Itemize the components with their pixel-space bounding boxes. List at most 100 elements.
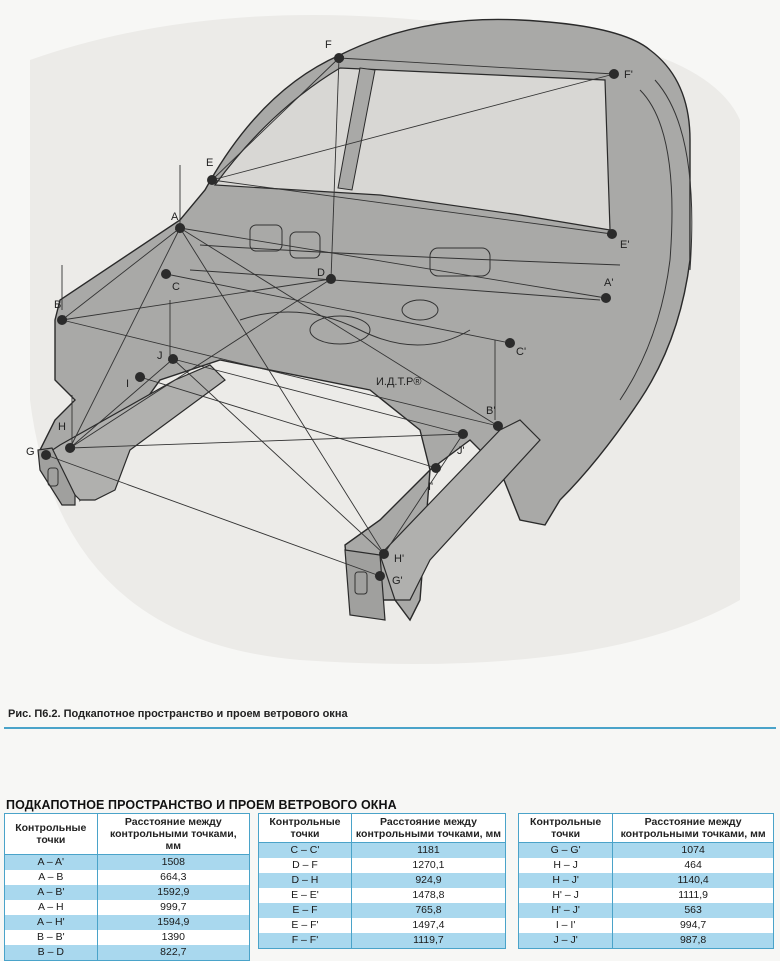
column-header-points: Контрольные точки [518,813,614,843]
control-points-cell: F – F' [258,933,352,949]
table-row: E – E'1478,8 [258,888,506,903]
table-row: J – J'987,8 [518,933,774,949]
control-point-label: H [58,421,66,433]
column-header-distance: Расстояние между контрольными точками, м… [351,813,506,843]
control-point-c2 [505,338,515,348]
distance-cell: 664,3 [160,871,187,883]
table-row: F – F'1119,7 [258,933,506,949]
distance-cell: 1119,7 [351,933,506,949]
control-point-b [57,315,67,325]
distance-cell: 1508 [97,854,250,870]
distance-cell: 765,8 [351,903,506,918]
control-point-label: D [317,267,325,279]
control-point-label: E [206,157,213,169]
caption-divider [4,727,776,729]
distance-cell: 1111,9 [678,889,708,901]
control-points-cell: E – F [258,903,352,918]
control-point-j2 [458,429,468,439]
distance-cell: 987,8 [612,933,774,949]
table-row: E – F'1497,4 [258,918,506,933]
table-row: I – I' 994,7 [518,918,774,933]
control-point-d [326,274,336,284]
distance-cell: 1478,8 [412,889,445,901]
control-point-label: G [26,446,35,458]
distance-cell: 999,7 [160,901,187,913]
distance-cell: 1390 [161,931,185,943]
distance-table-2: Контрольные точки Расстояние между контр… [258,813,506,949]
dimension-line [211,178,613,236]
control-point-label: H' [394,553,404,565]
column-header-distance: Расстояние между контрольными точками, м… [612,813,774,843]
control-point-label: J [157,350,163,362]
distance-cell: 464 [684,859,702,871]
control-points-cell: A – B' [4,885,98,900]
distance-cell: 994,7 [679,919,707,931]
distance-cell: 822,7 [97,945,250,961]
control-points-cell: E – F' [258,918,352,933]
control-points-cell: A – B [4,870,98,885]
table-header-row: Контрольные точки Расстояние между контр… [518,813,774,843]
control-point-label: J' [457,445,465,457]
dimension-line [172,358,464,435]
car-body-diagram: AA'BB'CC'DEE'FF'GG'HH'II'JJ' И.Д.Т.Р® [26,15,740,664]
table-row: C – C'1181 [258,842,506,858]
figure-caption: Рис. П6.2. Подкапотное пространство и пр… [8,708,348,720]
control-point-i2 [431,463,441,473]
distance-cell: 1074 [612,842,774,858]
control-point-label: E' [620,239,629,251]
control-points-cell: H' – J' [518,903,614,918]
control-point-label: A' [604,277,613,289]
table-row: B – B' 1390 [4,930,250,945]
control-points-cell: D – H [258,873,352,888]
control-point-h [65,443,75,453]
tables-title: ПОДКАПОТНОЕ ПРОСТРАНСТВО И ПРОЕМ ВЕТРОВО… [6,798,397,812]
control-point-j [168,354,178,364]
distance-cell: 1181 [351,842,506,858]
dimension-line [211,73,615,181]
control-point-label: I' [428,481,433,493]
control-points-cell: A – H' [4,915,98,930]
column-header-points: Контрольные точки [4,813,98,855]
control-points-cell: H – J' [518,873,614,888]
table-header-row: Контрольные точки Расстояние между контр… [4,813,250,855]
table-row: A – B 664,3 [4,870,250,885]
dimension-line [338,56,615,76]
control-point-label: C' [516,346,526,358]
control-point-e [207,175,217,185]
table-header-row: Контрольные точки Расстояние между контр… [258,813,506,843]
control-points-cell: A – A' [4,854,98,870]
distance-cell: 563 [612,903,774,918]
control-point-b2 [493,421,503,431]
control-point-i [135,372,145,382]
control-point-label: B' [486,405,495,417]
distance-cell: 1270,1 [412,859,445,871]
control-point-label: I [126,378,129,390]
stamp-label: И.Д.Т.Р® [376,376,421,388]
control-point-g [41,450,51,460]
control-points: AA'BB'CC'DEE'FF'GG'HH'II'JJ' [26,39,633,587]
distance-cell: 924,9 [351,873,506,888]
control-points-cell: B – B' [4,930,98,945]
distance-cell: 1594,9 [97,915,250,930]
control-point-e2 [607,229,617,239]
control-points-cell: H – J [518,858,614,873]
control-points-cell: C – C' [258,842,352,858]
control-points-cell: I – I' [518,918,614,933]
table-row: H' – J'563 [518,903,774,918]
table-row: H – J 464 [518,858,774,873]
control-points-cell: G – G' [518,842,614,858]
table-row: A – H'1594,9 [4,915,250,930]
column-header-points: Контрольные точки [258,813,352,843]
distance-table-1: Контрольные точки Расстояние между контр… [4,813,250,961]
control-point-label: B [54,299,61,311]
control-point-a [175,223,185,233]
control-point-label: F [325,39,332,51]
dimension-lines [45,56,615,577]
distance-table-3: Контрольные точки Расстояние между контр… [518,813,774,949]
extension-lines [61,165,496,450]
